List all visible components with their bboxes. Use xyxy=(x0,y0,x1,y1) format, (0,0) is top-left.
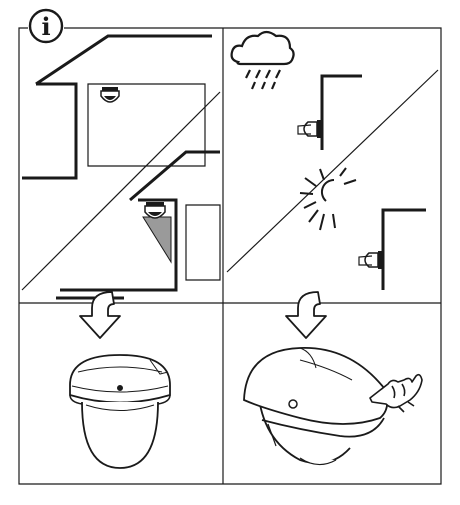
dome-camera-with-weathershield xyxy=(243,347,389,466)
pointing-hand-icon xyxy=(369,373,423,413)
outdoor-wall-scene xyxy=(226,69,439,290)
ceiling-mount-scene xyxy=(21,34,221,291)
arrow-down-icon-left xyxy=(79,291,121,339)
rain-cloud-icon xyxy=(230,30,295,90)
wall-camera-upper xyxy=(297,120,322,138)
eave-mount-scene xyxy=(56,150,221,300)
info-symbol: i xyxy=(41,11,51,41)
wall-camera-lower xyxy=(358,251,383,269)
info-icon xyxy=(28,8,64,44)
sun-icon xyxy=(299,167,357,231)
dome-camera xyxy=(69,354,171,469)
eave-camera xyxy=(144,202,166,219)
diagram-frame xyxy=(18,27,442,485)
arrow-down-icon-right xyxy=(285,291,327,339)
ceiling-camera xyxy=(100,87,120,103)
